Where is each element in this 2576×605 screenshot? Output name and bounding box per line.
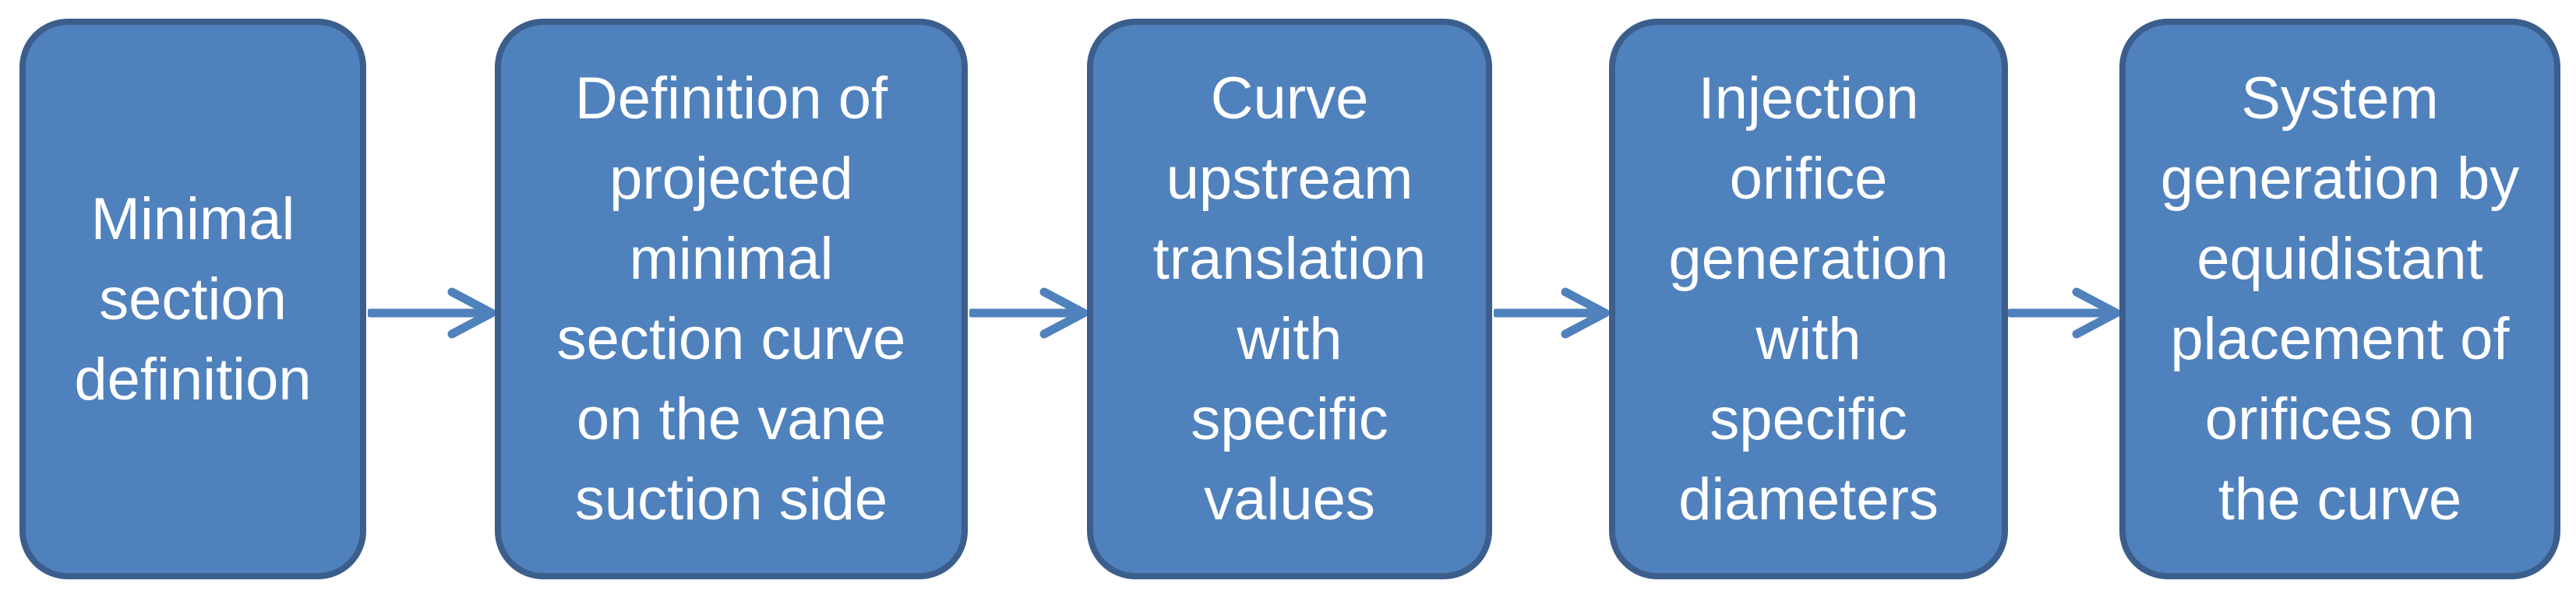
step-label: Definition of projected minimal section … <box>556 65 906 533</box>
step-label: Injection orifice generation with specif… <box>1668 65 1949 533</box>
right-arrow-icon <box>368 287 496 339</box>
step-5-system-generation-equidistant-orifices: System generation by equidistant placeme… <box>2119 19 2560 579</box>
right-arrow-icon <box>2008 287 2121 339</box>
step-label: Minimal section definition <box>74 185 312 413</box>
step-2-projected-minimal-section-curve: Definition of projected minimal section … <box>495 19 968 579</box>
step-3-curve-upstream-translation: Curve upstream translation with specific… <box>1087 19 1492 579</box>
step-4-injection-orifice-generation: Injection orifice generation with specif… <box>1609 19 2008 579</box>
step-label: Curve upstream translation with specific… <box>1152 65 1427 533</box>
right-arrow-icon <box>1494 287 1610 339</box>
right-arrow-icon <box>969 287 1089 339</box>
step-label: System generation by equidistant placeme… <box>2160 65 2520 533</box>
step-1-minimal-section-definition: Minimal section definition <box>19 19 366 579</box>
